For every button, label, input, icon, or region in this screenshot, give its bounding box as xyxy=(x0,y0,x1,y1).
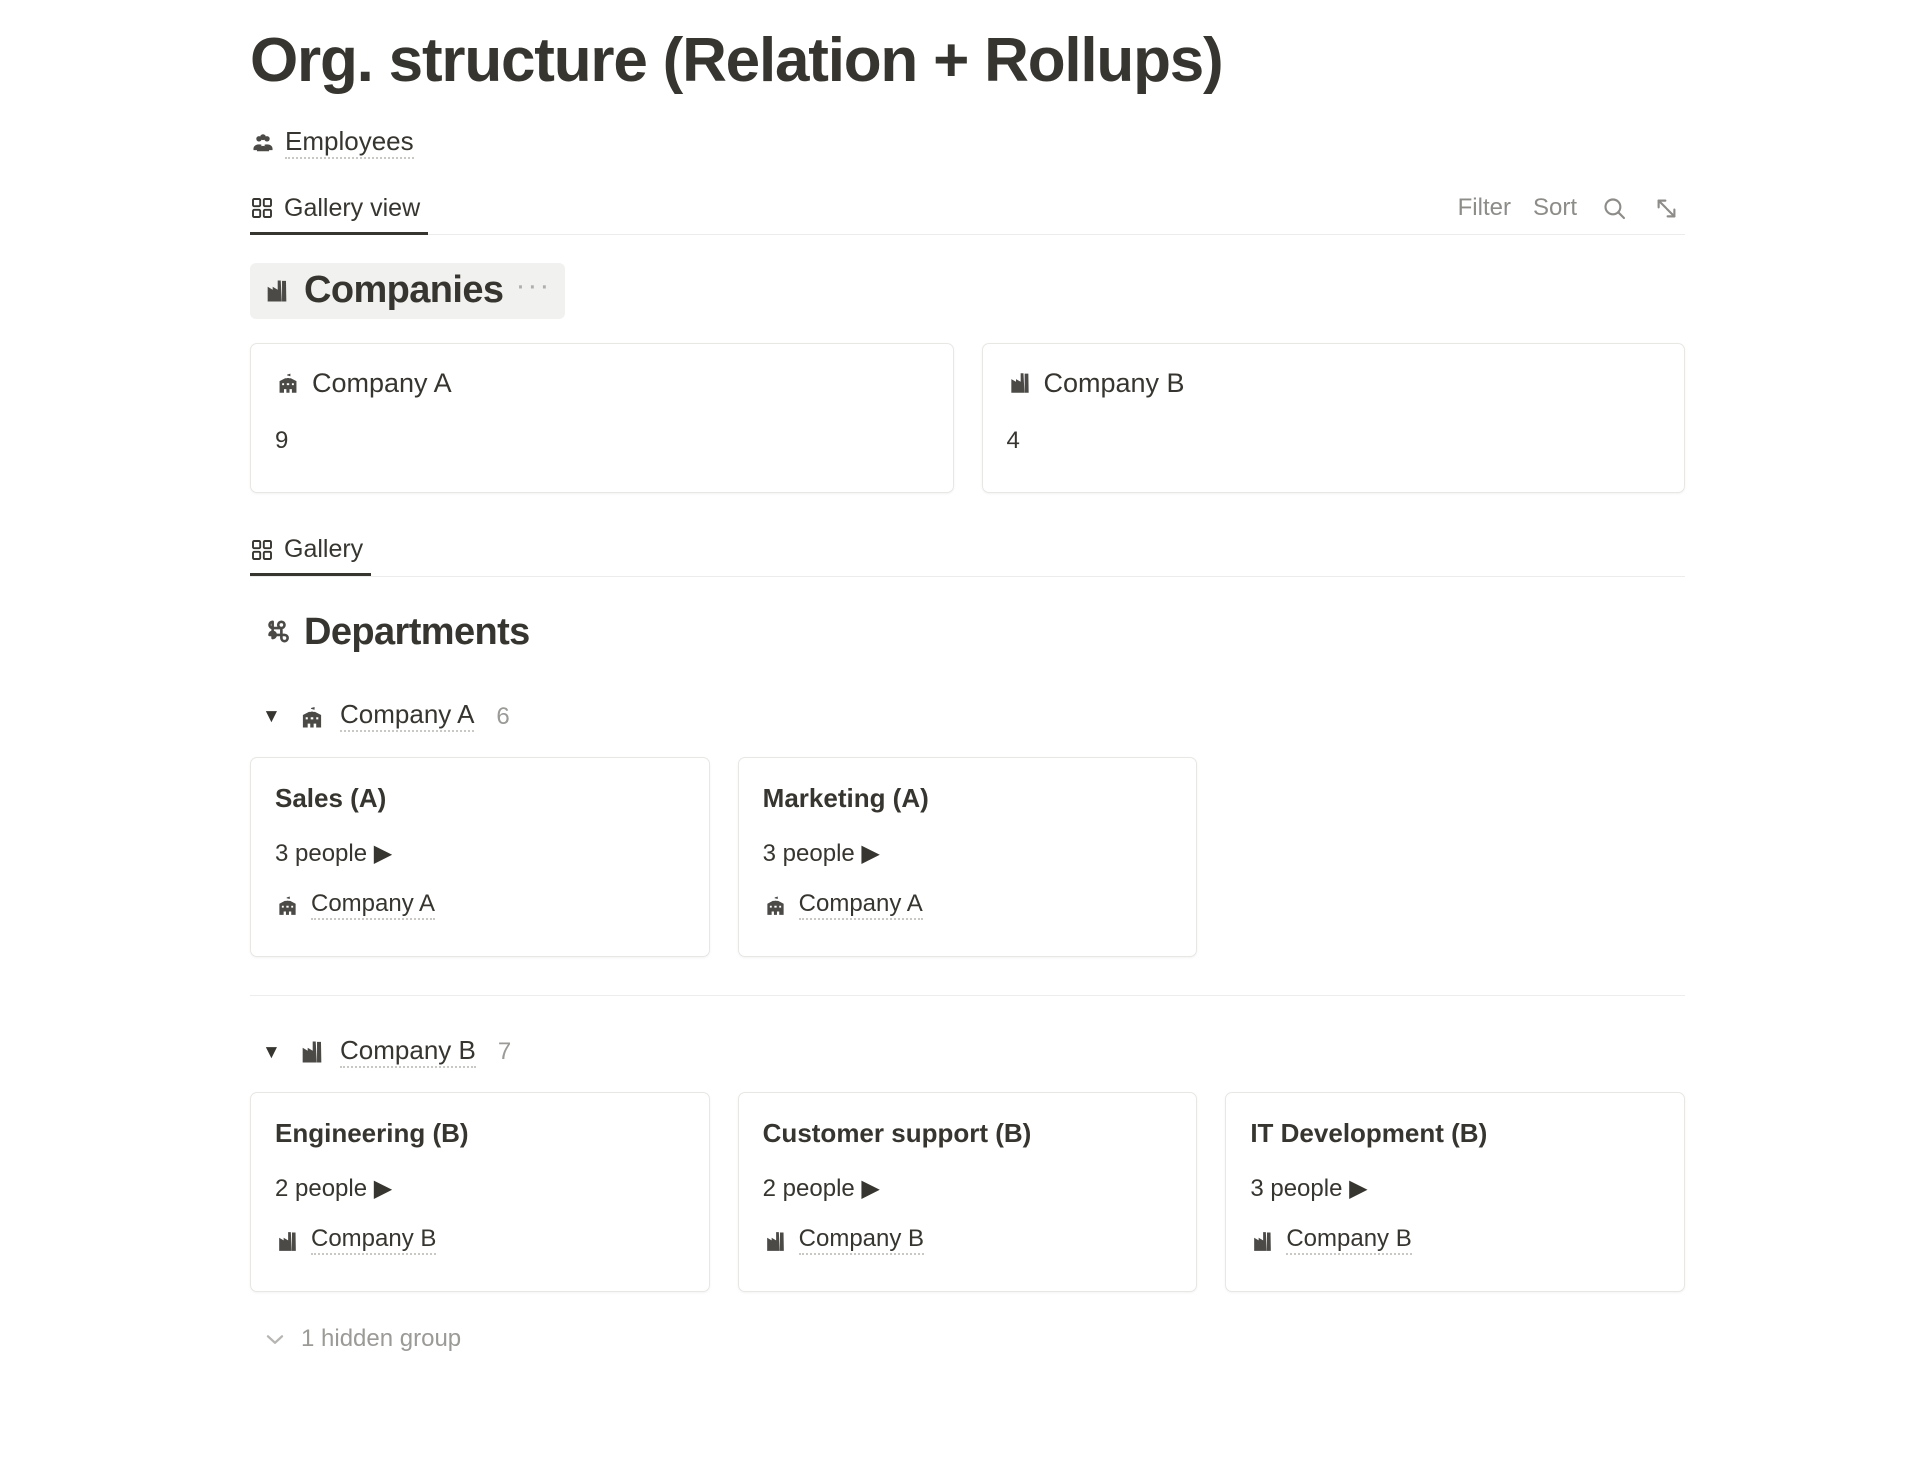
company-card-name: Company B xyxy=(1043,367,1185,398)
company-card[interactable]: Company B 4 xyxy=(981,342,1685,493)
department-card-relation[interactable]: Company B xyxy=(1250,1227,1660,1256)
factory-icon xyxy=(298,1038,326,1066)
company-card-name: Company A xyxy=(312,367,452,398)
school-building-icon xyxy=(298,703,326,731)
hidden-group-toggle[interactable]: 1 hidden group xyxy=(250,1326,1685,1352)
section-heading-companies-label: Companies xyxy=(304,269,504,311)
tab-gallery[interactable]: Gallery xyxy=(250,525,372,577)
factory-icon xyxy=(275,1229,300,1254)
department-card-people-rollup[interactable]: 2 people ▶ xyxy=(275,1175,393,1203)
department-card-title: Sales (A) xyxy=(275,782,387,813)
department-card-relation[interactable]: Company B xyxy=(275,1227,685,1256)
department-card-people-rollup[interactable]: 3 people ▶ xyxy=(1250,1175,1368,1203)
department-card-people-rollup[interactable]: 3 people ▶ xyxy=(275,839,393,867)
company-card-title: Company A xyxy=(275,367,929,398)
department-card-title: Marketing (A) xyxy=(762,782,929,813)
tab-gallery-label: Gallery xyxy=(284,535,364,564)
factory-icon xyxy=(1250,1229,1275,1254)
department-card[interactable]: Engineering (B) 2 people ▶ Company B xyxy=(250,1092,710,1293)
active-tab-indicator xyxy=(250,573,372,577)
group-divider xyxy=(250,994,1685,997)
school-building-icon xyxy=(275,893,300,918)
departments-card-grid-company-b: Engineering (B) 2 people ▶ Company B Cus… xyxy=(250,1092,1685,1293)
department-card-relation[interactable]: Company B xyxy=(763,1227,1173,1256)
database-link-employees[interactable]: Employees xyxy=(250,128,1685,159)
database-link-label: Employees xyxy=(285,128,414,159)
company-card-title: Company B xyxy=(1007,367,1661,398)
department-card-relation[interactable]: Company A xyxy=(763,891,1173,920)
company-card-value: 9 xyxy=(275,426,289,454)
school-building-icon xyxy=(275,370,301,396)
department-card-people-rollup[interactable]: 3 people ▶ xyxy=(762,839,880,867)
group-count: 6 xyxy=(496,702,510,730)
tab-gallery-view-label: Gallery view xyxy=(284,193,421,222)
section-heading-departments-label: Departments xyxy=(304,610,530,653)
view-toolbar-secondary: Gallery xyxy=(250,525,1685,577)
group-header-company-b[interactable]: ▼ Company B 7 xyxy=(250,1034,1685,1070)
section-more-menu-button[interactable]: ··· xyxy=(515,268,552,302)
department-card-title: Engineering (B) xyxy=(275,1118,469,1149)
department-card-title: Customer support (B) xyxy=(762,1118,1032,1149)
department-card-relation[interactable]: Company A xyxy=(275,891,685,920)
department-card[interactable]: Marketing (A) 3 people ▶ Company A xyxy=(737,756,1198,957)
department-card-relation-label: Company B xyxy=(1286,1227,1412,1256)
department-card-relation-label: Company B xyxy=(311,1227,437,1256)
group-count: 7 xyxy=(497,1038,512,1066)
tab-gallery-view[interactable]: Gallery view xyxy=(250,183,429,235)
company-card[interactable]: Company A 9 xyxy=(250,342,954,493)
filter-button[interactable]: Filter xyxy=(1457,194,1511,221)
factory-icon xyxy=(1007,370,1033,396)
department-card[interactable]: Sales (A) 3 people ▶ Company A xyxy=(250,756,710,957)
department-card-relation-label: Company A xyxy=(798,891,923,920)
department-card-relation-label: Company B xyxy=(798,1227,925,1256)
chevron-down-icon xyxy=(262,1326,288,1352)
department-card[interactable]: IT Development (B) 3 people ▶ Company B xyxy=(1225,1092,1685,1293)
triangle-down-icon[interactable]: ▼ xyxy=(262,706,281,728)
section-heading-departments[interactable]: Departments xyxy=(250,605,544,661)
factory-icon xyxy=(763,1229,788,1254)
factory-icon xyxy=(262,275,292,307)
group-header-company-a[interactable]: ▼ Company A 6 xyxy=(250,699,1685,735)
school-building-icon xyxy=(763,893,788,918)
department-card-title: IT Development (B) xyxy=(1250,1118,1488,1149)
view-toolbar-primary: Gallery view Filter Sort xyxy=(250,183,1685,235)
people-group-icon xyxy=(250,130,276,156)
department-card-relation-label: Company A xyxy=(311,891,436,920)
view-controls: Filter Sort xyxy=(1458,183,1685,233)
group-name-label[interactable]: Company B xyxy=(340,1037,476,1068)
search-icon[interactable] xyxy=(1599,193,1629,223)
triangle-down-icon[interactable]: ▼ xyxy=(262,1041,281,1063)
hidden-group-label: 1 hidden group xyxy=(301,1325,462,1353)
expand-diagonal-icon[interactable] xyxy=(1651,193,1681,223)
command-icon xyxy=(262,617,292,649)
company-card-value: 4 xyxy=(1006,426,1020,454)
gallery-grid-icon xyxy=(250,196,274,220)
department-card-people-rollup[interactable]: 2 people ▶ xyxy=(762,1175,880,1203)
department-card[interactable]: Customer support (B) 2 people ▶ Company … xyxy=(737,1092,1198,1293)
active-tab-indicator xyxy=(250,231,429,235)
group-name-label[interactable]: Company A xyxy=(340,701,475,733)
departments-card-grid-company-a: Sales (A) 3 people ▶ Company A Marketing… xyxy=(250,756,1685,957)
companies-card-grid: Company A 9 Company B 4 xyxy=(250,342,1685,493)
gallery-grid-icon xyxy=(250,538,274,562)
sort-button[interactable]: Sort xyxy=(1532,194,1577,221)
section-heading-companies[interactable]: Companies ··· xyxy=(250,263,566,319)
page-title: Org. structure (Relation + Rollups) xyxy=(250,26,1224,95)
grid-spacer xyxy=(1225,757,1685,957)
